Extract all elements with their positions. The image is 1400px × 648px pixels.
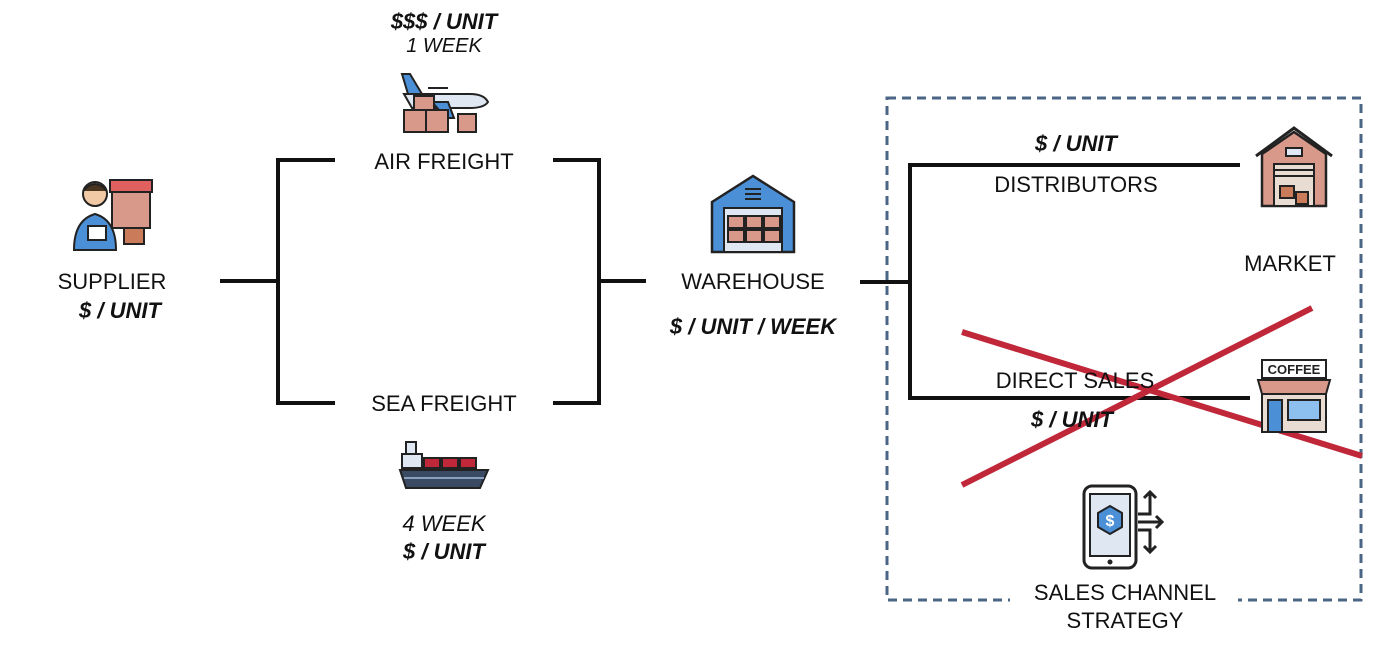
svg-text:$: $ bbox=[1106, 513, 1115, 530]
distributors-cost: $ / UNIT bbox=[1035, 131, 1117, 156]
airplane-icon bbox=[400, 73, 490, 133]
air-freight-cost: $$$ / UNIT bbox=[390, 9, 498, 34]
right-bracket bbox=[553, 158, 601, 405]
market-building-icon bbox=[1255, 126, 1333, 208]
warehouse-icon bbox=[710, 174, 796, 254]
warehouse-label: WAREHOUSE bbox=[681, 269, 825, 294]
supplier-label: SUPPLIER bbox=[57, 269, 167, 294]
air-freight-label: AIR FREIGHT bbox=[374, 149, 514, 174]
sea-freight-cost: $ / UNIT bbox=[403, 539, 485, 564]
left-bracket bbox=[276, 158, 335, 405]
sales-channel-line2: STRATEGY bbox=[1066, 608, 1184, 633]
sales-bracket bbox=[908, 163, 1250, 400]
market-label: MARKET bbox=[1244, 251, 1336, 276]
cross-line-1 bbox=[961, 329, 1363, 459]
air-freight-time: 1 WEEK bbox=[406, 35, 482, 57]
warehouse-cost: $ / UNIT / WEEK bbox=[669, 314, 837, 339]
supplier-icon bbox=[72, 179, 153, 251]
sales-channel-icon: $ bbox=[1082, 484, 1165, 570]
direct-sales-cost: $ / UNIT bbox=[1031, 407, 1113, 432]
sea-freight-time: 4 WEEK bbox=[402, 511, 486, 536]
cross-line-2 bbox=[960, 305, 1314, 488]
coffee-sign: COFFEE bbox=[1268, 362, 1321, 377]
sea-freight-label: SEA FREIGHT bbox=[371, 391, 517, 416]
direct-sales-label: DIRECT SALES bbox=[995, 368, 1155, 393]
supplier-cost: $ / UNIT bbox=[79, 298, 161, 323]
cargo-ship-icon bbox=[398, 441, 490, 489]
distributors-label: DISTRIBUTORS bbox=[994, 172, 1158, 197]
coffee-shop-icon: COFFEE bbox=[1256, 359, 1332, 433]
sales-channel-line1: SALES CHANNEL bbox=[1033, 580, 1217, 605]
sales-channel-box bbox=[885, 96, 1363, 602]
